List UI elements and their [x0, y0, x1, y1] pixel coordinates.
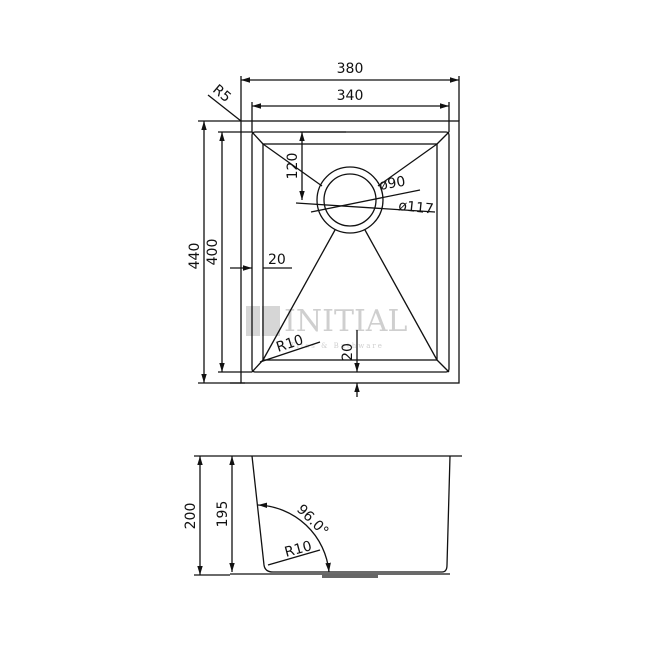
dim-400: 400 [205, 239, 221, 266]
bowl-profile [251, 455, 451, 573]
dim-20-bottom: 20 [340, 343, 356, 361]
svg-text:INITIAL: INITIAL [284, 304, 407, 339]
dim-120: 120 [285, 153, 301, 180]
dim-dia90: ø90 [378, 174, 407, 194]
dim-20-side: 20 [268, 252, 286, 268]
dim-195: 195 [215, 501, 231, 528]
side-dimension-labels: 200 195 96.0° R10 [183, 501, 331, 561]
dim-340: 340 [337, 88, 364, 104]
plan-dimension-labels: 380 340 R5 440 400 120 ø90 ø117 20 20 R1… [187, 61, 434, 361]
svg-text:Tiles & Bathware: Tiles & Bathware [290, 342, 384, 350]
dim-380: 380 [337, 61, 364, 77]
plan-dimensions [198, 76, 460, 397]
drain-plate [322, 574, 378, 578]
drain-inner-circle [323, 173, 377, 227]
dim-r10-side: R10 [283, 538, 314, 561]
watermark-logo: INITIAL Tiles & Bathware [246, 304, 407, 350]
drain-outer-circle [316, 166, 384, 234]
plan-view [230, 120, 460, 384]
side-view [194, 455, 462, 578]
dim-440: 440 [187, 243, 203, 270]
bowl-outline [251, 131, 450, 373]
dim-dia117: ø117 [398, 198, 435, 218]
dim-200: 200 [183, 503, 199, 530]
bowl-floor [262, 143, 438, 361]
dim-r5: R5 [209, 82, 234, 106]
dim-96-angle: 96.0° [293, 502, 331, 540]
sink-outer-rim [240, 120, 460, 384]
